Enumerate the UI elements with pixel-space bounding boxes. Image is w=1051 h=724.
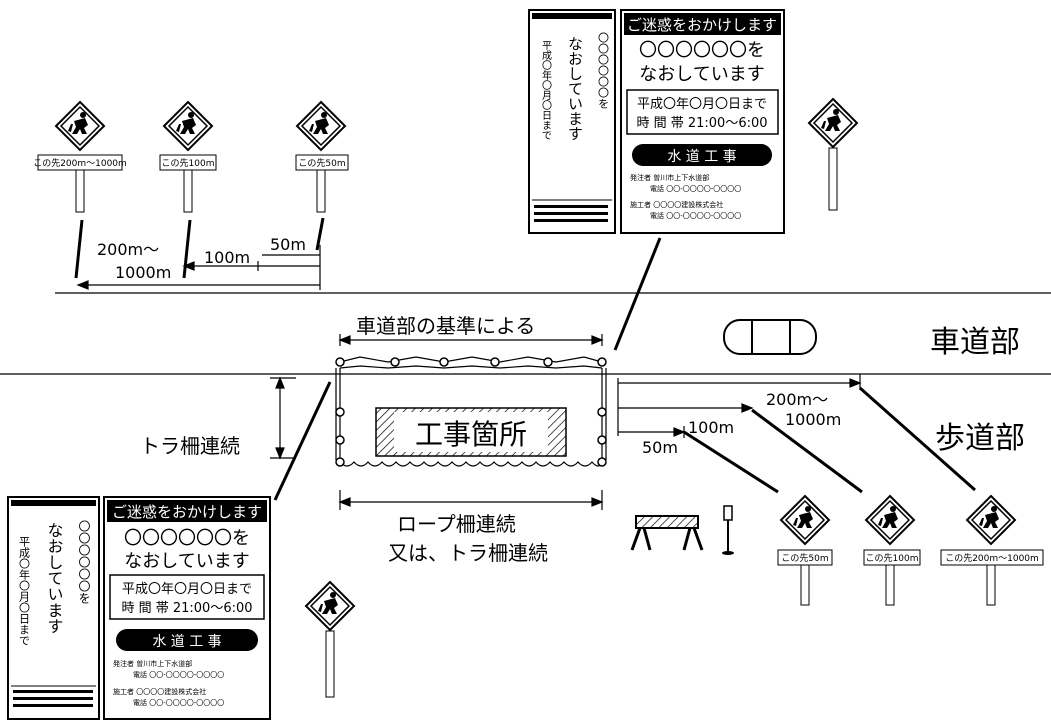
svg-text:発注者 曽川市上下水道部: 発注者 曽川市上下水道部 xyxy=(113,659,192,668)
sidewalk-label: 歩道部 xyxy=(935,421,1025,456)
warning-sign-bottom-3: この先200m～1000m xyxy=(940,495,1044,606)
warning-sign-bottom-1: この先50m xyxy=(777,495,833,606)
svg-text:水 道 工 事: 水 道 工 事 xyxy=(667,149,736,165)
svg-text:時 間 帯 21:00～6:00: 時 間 帯 21:00～6:00 xyxy=(121,601,252,616)
svg-text:なおしています: なおしています xyxy=(124,551,249,572)
svg-text:施工者 〇〇〇〇建設株式会社: 施工者 〇〇〇〇建設株式会社 xyxy=(630,200,723,209)
barricade-icon xyxy=(630,514,704,552)
svg-text:電話 〇〇-〇〇〇〇-〇〇〇〇: 電話 〇〇-〇〇〇〇-〇〇〇〇 xyxy=(650,211,741,220)
narrow-board-bottom: 〇〇〇〇〇〇を なおしています 平成〇年〇月〇日まで xyxy=(7,496,100,720)
top-distance-3: 50m xyxy=(270,235,306,254)
svg-text:電話 〇〇-〇〇〇〇-〇〇〇〇: 電話 〇〇-〇〇〇〇-〇〇〇〇 xyxy=(133,698,224,707)
svg-text:ご迷惑をおかけします: ご迷惑をおかけします xyxy=(112,503,262,521)
svg-text:施工者 〇〇〇〇建設株式会社: 施工者 〇〇〇〇建設株式会社 xyxy=(113,687,206,696)
right-distance-2: 100m xyxy=(688,418,734,437)
right-distance-3b: 1000m xyxy=(785,410,841,429)
svg-text:この先50m: この先50m xyxy=(781,552,828,564)
svg-text:この先50m: この先50m xyxy=(298,157,345,169)
svg-text:工事箇所: 工事箇所 xyxy=(415,418,527,451)
svg-text:〇〇〇〇〇〇を: 〇〇〇〇〇〇を xyxy=(77,520,91,604)
info-board-bottom: ご迷惑をおかけします 〇〇〇〇〇〇を なおしています 平成〇年〇月〇日まで 時 … xyxy=(103,496,271,720)
svg-text:平成〇年〇月〇日まで: 平成〇年〇月〇日まで xyxy=(540,40,552,140)
svg-text:この先100m: この先100m xyxy=(866,552,919,564)
cone-markers xyxy=(335,357,607,467)
svg-text:電話 〇〇-〇〇〇〇-〇〇〇〇: 電話 〇〇-〇〇〇〇-〇〇〇〇 xyxy=(650,184,741,193)
rope-fence-label-2: 又は、トラ柵連続 xyxy=(388,541,548,565)
warning-sign-top-1: この先200m～1000m xyxy=(33,101,127,213)
svg-text:なおしています: なおしています xyxy=(639,64,764,85)
svg-text:この先200m～1000m: この先200m～1000m xyxy=(945,552,1039,564)
tora-fence-label: トラ柵連続 xyxy=(140,434,240,458)
warning-sign-top-right xyxy=(808,98,858,211)
svg-text:この先100m: この先100m xyxy=(162,157,215,169)
worksite-box: 工事箇所 xyxy=(375,407,567,457)
svg-text:なおしています: なおしています xyxy=(566,36,584,141)
svg-text:平成〇年〇月〇日まで: 平成〇年〇月〇日まで xyxy=(637,97,767,112)
info-board-top: ご迷惑をおかけします 〇〇〇〇〇〇を なおしています 平成〇年〇月〇日まで 時 … xyxy=(620,9,785,234)
svg-text:平成〇年〇月〇日まで: 平成〇年〇月〇日まで xyxy=(122,582,252,597)
svg-text:〇〇〇〇〇〇を: 〇〇〇〇〇〇を xyxy=(639,40,765,61)
right-distance-1: 50m xyxy=(642,438,678,457)
top-distance-1b: 1000m xyxy=(115,263,171,282)
svg-text:なおしています: なおしています xyxy=(45,522,64,634)
guide-light-icon xyxy=(722,505,734,555)
svg-text:時 間 帯 21:00～6:00: 時 間 帯 21:00～6:00 xyxy=(636,116,767,131)
car-icon xyxy=(723,319,817,355)
warning-sign-bottom-2: この先100m xyxy=(863,495,921,606)
svg-text:ご迷惑をおかけします: ご迷惑をおかけします xyxy=(627,16,777,34)
top-dimension-lines xyxy=(76,245,321,290)
top-distance-2: 100m xyxy=(204,248,250,267)
warning-sign-top-2: この先100m xyxy=(159,101,217,213)
top-distance-1a: 200m～ xyxy=(97,240,159,259)
roadway-standard-label: 車道部の基準による xyxy=(356,314,535,338)
right-dimension-lines xyxy=(617,374,862,438)
warning-sign-bottom-left xyxy=(305,581,355,698)
svg-text:発注者 曽川市上下水道部: 発注者 曽川市上下水道部 xyxy=(630,173,709,182)
svg-text:水 道 工 事: 水 道 工 事 xyxy=(152,634,221,650)
rope-fence-label-1: ロープ柵連続 xyxy=(397,512,516,536)
svg-text:電話 〇〇-〇〇〇〇-〇〇〇〇: 電話 〇〇-〇〇〇〇-〇〇〇〇 xyxy=(133,670,224,679)
roadway-label: 車道部 xyxy=(930,325,1020,360)
warning-sign-top-3: この先50m xyxy=(295,101,349,213)
right-distance-3a: 200m～ xyxy=(766,390,828,409)
svg-text:〇〇〇〇〇〇を: 〇〇〇〇〇〇を xyxy=(597,32,610,109)
svg-text:この先200m～1000m: この先200m～1000m xyxy=(33,157,127,169)
narrow-board-top: 〇〇〇〇〇〇を なおしています 平成〇年〇月〇日まで xyxy=(528,9,616,234)
svg-text:平成〇年〇月〇日まで: 平成〇年〇月〇日まで xyxy=(18,536,31,646)
svg-text:〇〇〇〇〇〇を: 〇〇〇〇〇〇を xyxy=(124,528,250,549)
